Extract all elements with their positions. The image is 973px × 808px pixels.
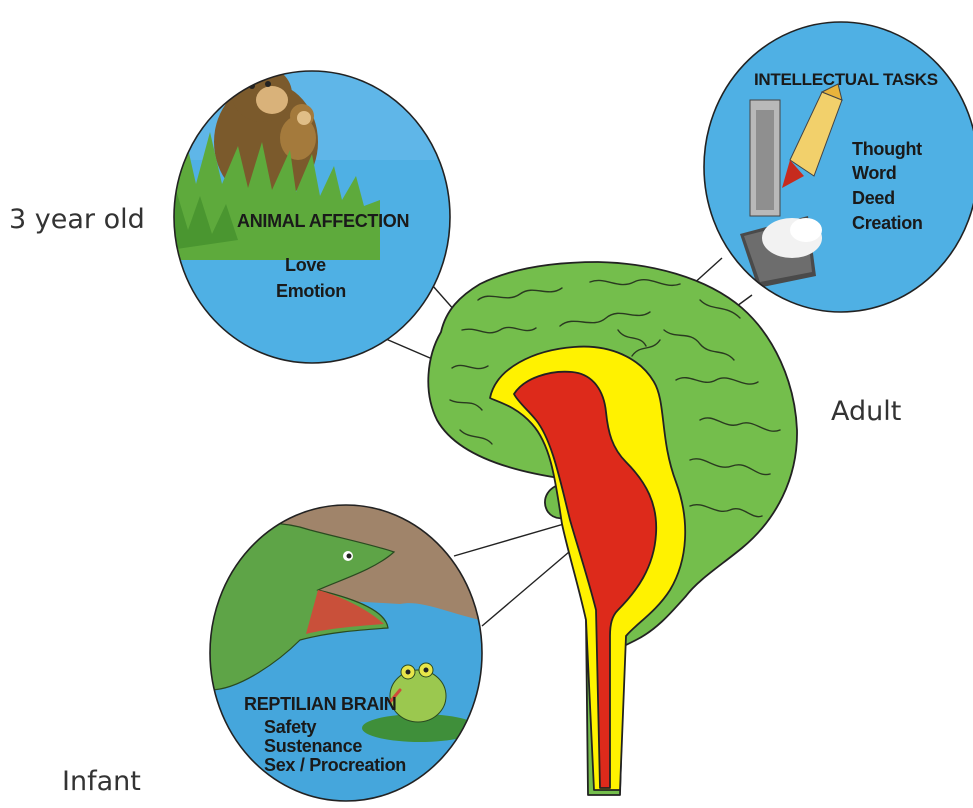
intellectual-item-thought: Thought [852,138,922,161]
intellectual-item-creation: Creation [852,212,923,235]
label-infant: Infant [62,766,141,797]
animal-affection-title: ANIMAL AFFECTION [237,211,409,232]
label-adult: Adult [831,396,901,427]
affection-item-emotion: Emotion [276,280,346,303]
reptilian-item-safety: Safety [264,718,316,737]
label-3-year-old: 3 year old [9,204,145,235]
reptilian-brain-title: REPTILIAN BRAIN [244,694,397,715]
brain-sagittal [428,262,797,795]
reptilian-item-sustenance: Sustenance [264,737,362,756]
intellectual-item-word: Word [852,162,896,185]
intellectual-tasks-title: INTELLECTUAL TASKS [754,70,938,90]
intellectual-item-deed: Deed [852,187,895,210]
affection-item-love: Love [285,254,326,277]
reptilian-item-sex-procreation: Sex / Procreation [264,756,406,775]
intellectual-tasks-bubble [704,22,973,312]
